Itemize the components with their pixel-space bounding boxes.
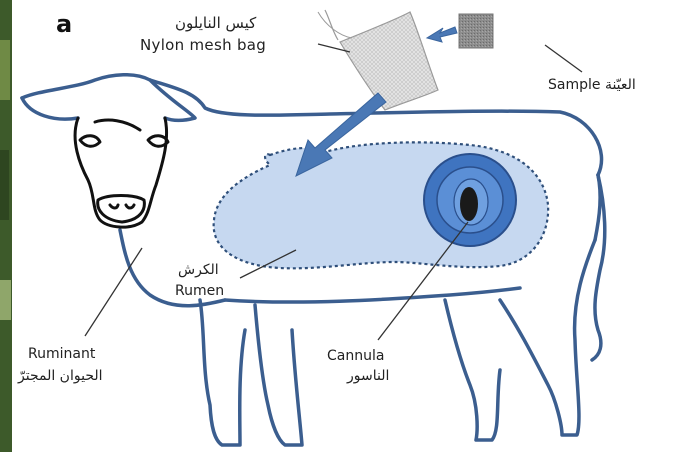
ruminant-label-en: Ruminant <box>28 346 95 362</box>
sample-square <box>459 14 493 48</box>
rumen-label-en: Rumen <box>175 283 224 299</box>
nylon-bag-label-en: Nylon mesh bag <box>140 36 266 54</box>
rumen-label-ar: الكرش <box>178 262 219 278</box>
arrow-sample-to-bag <box>427 27 457 42</box>
ruminant-label-ar: الحيوان المجترّ <box>18 368 103 384</box>
background-photo-strip <box>0 0 12 452</box>
cannula <box>424 154 516 246</box>
sample-label-en: Sample <box>548 77 601 93</box>
panel-label: a <box>56 10 72 38</box>
leader-sample <box>545 45 582 72</box>
cow-head <box>75 118 168 227</box>
cannula-label-ar: الناسور <box>347 368 389 384</box>
cannula-label-en: Cannula <box>327 348 384 364</box>
nylon-bag-label-ar: كيس النايلون <box>175 14 256 32</box>
sample-label: Sample العيّنة <box>548 77 636 93</box>
leader-ruminant <box>85 248 142 336</box>
sample-label-ar: العيّنة <box>605 77 636 93</box>
